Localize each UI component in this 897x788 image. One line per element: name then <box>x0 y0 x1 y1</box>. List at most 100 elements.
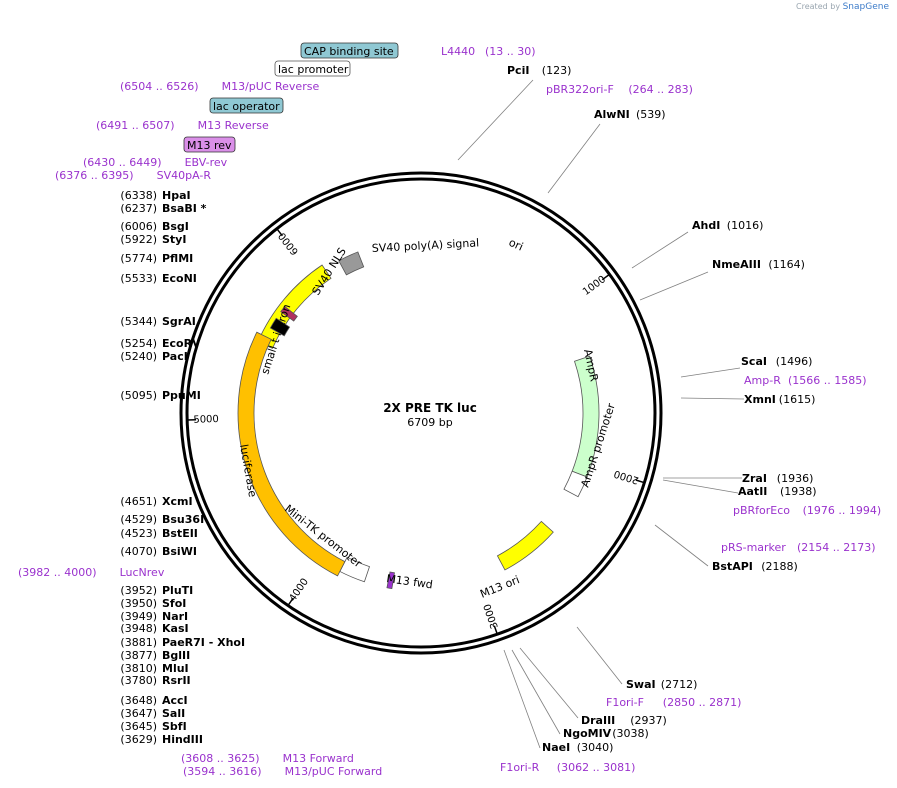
primer-label-part2: (1976 .. 1994) <box>803 504 882 517</box>
left-site-labels: (6338)HpaI(6237)BsaBI *(6006)BsgI(5922)S… <box>120 189 245 746</box>
left-site-num: (5533) <box>120 272 157 285</box>
primer-label-part1: (3982 .. 4000) <box>18 566 97 579</box>
right-site-name: NmeAIII <box>712 258 761 271</box>
right-site-name: AatII <box>738 485 767 498</box>
left-site-name: BsiWI <box>162 545 197 558</box>
feature-arc-small-t-intron <box>269 317 291 337</box>
lac-operator-label: lac operator <box>213 100 280 113</box>
cap-binding-site-box <box>300 42 399 59</box>
primer-label-part1: L4440 <box>441 45 475 58</box>
label-leader-lines <box>457 79 745 749</box>
right-site-num: (3038) <box>612 727 649 740</box>
left-site-num: (3948) <box>120 622 157 635</box>
left-site-name: BglII <box>162 649 190 662</box>
left-site-num: (3952) <box>120 584 157 597</box>
left-site-name: SgrAI <box>162 315 196 328</box>
feature-arc-sv40-poly-a-signal <box>338 251 365 276</box>
primer-label-part2: (1566 .. 1585) <box>788 374 867 387</box>
plasmid-length: 6709 bp <box>407 416 452 429</box>
leader-line <box>680 397 745 400</box>
left-site-num: (5254) <box>120 337 157 350</box>
left-site-name: HpaI <box>162 189 191 202</box>
left-site-num: (3648) <box>120 694 157 707</box>
primer-label-part1: Amp-R <box>744 374 781 387</box>
leader-line <box>503 649 541 749</box>
m13-rev-box <box>183 136 236 153</box>
right-site-name: NgoMIV <box>563 727 612 740</box>
left-site-num: (4651) <box>120 495 157 508</box>
left-site-num: (6006) <box>120 220 157 233</box>
feature-arc-m13-ori <box>496 520 554 571</box>
right-site-name: PciI <box>507 64 529 77</box>
left-site-num: (4070) <box>120 545 157 558</box>
left-site-name: Bsu36I <box>162 513 204 526</box>
left-site-name: PluTI <box>162 584 193 597</box>
primer-label-part2: (3062 .. 3081) <box>557 761 636 774</box>
primer-label-part1: F1ori-F <box>606 696 644 709</box>
right-site-num: (1016) <box>727 219 764 232</box>
right-site-num: (539) <box>636 108 666 121</box>
left-site-name: PpuMI <box>162 389 201 402</box>
right-site-num: (1938) <box>780 485 817 498</box>
leader-line <box>547 123 601 194</box>
left-site-num: (3629) <box>120 733 157 746</box>
left-site-num: (4529) <box>120 513 157 526</box>
leader-line <box>631 231 689 269</box>
primer-label-part2: M13/pUC Forward <box>285 765 383 778</box>
right-site-name: BstAPI <box>712 560 753 573</box>
right-site-num: (123) <box>542 64 572 77</box>
primer-label-part2: M13 Forward <box>283 752 354 765</box>
primer-label-part2: (2850 .. 2871) <box>663 696 742 709</box>
primer-label-part1: pRS-marker <box>721 541 786 554</box>
primer-label-part2: EBV-rev <box>185 156 228 169</box>
leader-line <box>519 647 579 719</box>
lac-promoter-label: lac promoter <box>278 63 349 76</box>
primer-label-part1: (3594 .. 3616) <box>183 765 262 778</box>
right-site-name: XmnI <box>744 393 776 406</box>
left-site-num: (5240) <box>120 350 157 363</box>
left-site-num: (3810) <box>120 662 157 675</box>
right-site-name: NaeI <box>542 741 570 754</box>
tick-mark <box>601 273 610 281</box>
lac-promoter-box <box>274 60 351 77</box>
primer-label-part1: (6491 .. 6507) <box>96 119 175 132</box>
right-site-num: (1496) <box>776 355 813 368</box>
feature-arc-m13-fwd <box>386 571 395 590</box>
primer-label-part1: (6430 .. 6449) <box>83 156 162 169</box>
feature-label-ori: ori <box>507 236 525 254</box>
left-site-num: (3647) <box>120 707 157 720</box>
primer-label-part1: pBR322ori-F <box>546 83 614 96</box>
right-site-name: AlwNI <box>594 108 630 121</box>
left-site-num: (3645) <box>120 720 157 733</box>
tick-label: 2000 <box>613 467 641 485</box>
primer-label-part2: (264 .. 283) <box>628 83 693 96</box>
right-site-num: (2188) <box>761 560 798 573</box>
tick-label: 5000 <box>193 414 219 426</box>
tick-mark <box>276 228 283 237</box>
leader-line <box>457 79 534 161</box>
primer-label-part2: SV40pA-R <box>157 169 212 182</box>
left-site-num: (3949) <box>120 610 157 623</box>
left-site-num: (6338) <box>120 189 157 202</box>
right-site-num: (3040) <box>577 741 614 754</box>
right-site-name: DraIII <box>581 714 615 727</box>
right-site-num: (1936) <box>777 472 814 485</box>
feature-label-m13-fwd: M13 fwd <box>386 572 434 591</box>
leader-line <box>680 367 741 378</box>
left-site-name: PacI <box>162 350 188 363</box>
right-site-name: SwaI <box>626 678 656 691</box>
left-site-name: KasI <box>162 622 189 635</box>
leader-line <box>511 649 561 735</box>
backbone-inner <box>185 177 657 649</box>
left-site-num: (3881) <box>120 636 157 649</box>
feature-arc-luciferase <box>237 331 346 577</box>
left-site-name: RsrII <box>162 674 191 687</box>
primer-label-part1: (3608 .. 3625) <box>181 752 260 765</box>
right-site-num: (1164) <box>768 258 805 271</box>
left-site-name: NarI <box>162 610 188 623</box>
primer-label-part1: (6376 .. 6395) <box>55 169 134 182</box>
snapgene-credit: Created by SnapGene <box>796 2 889 12</box>
left-site-name: AccI <box>162 694 188 707</box>
leader-line <box>662 479 739 494</box>
